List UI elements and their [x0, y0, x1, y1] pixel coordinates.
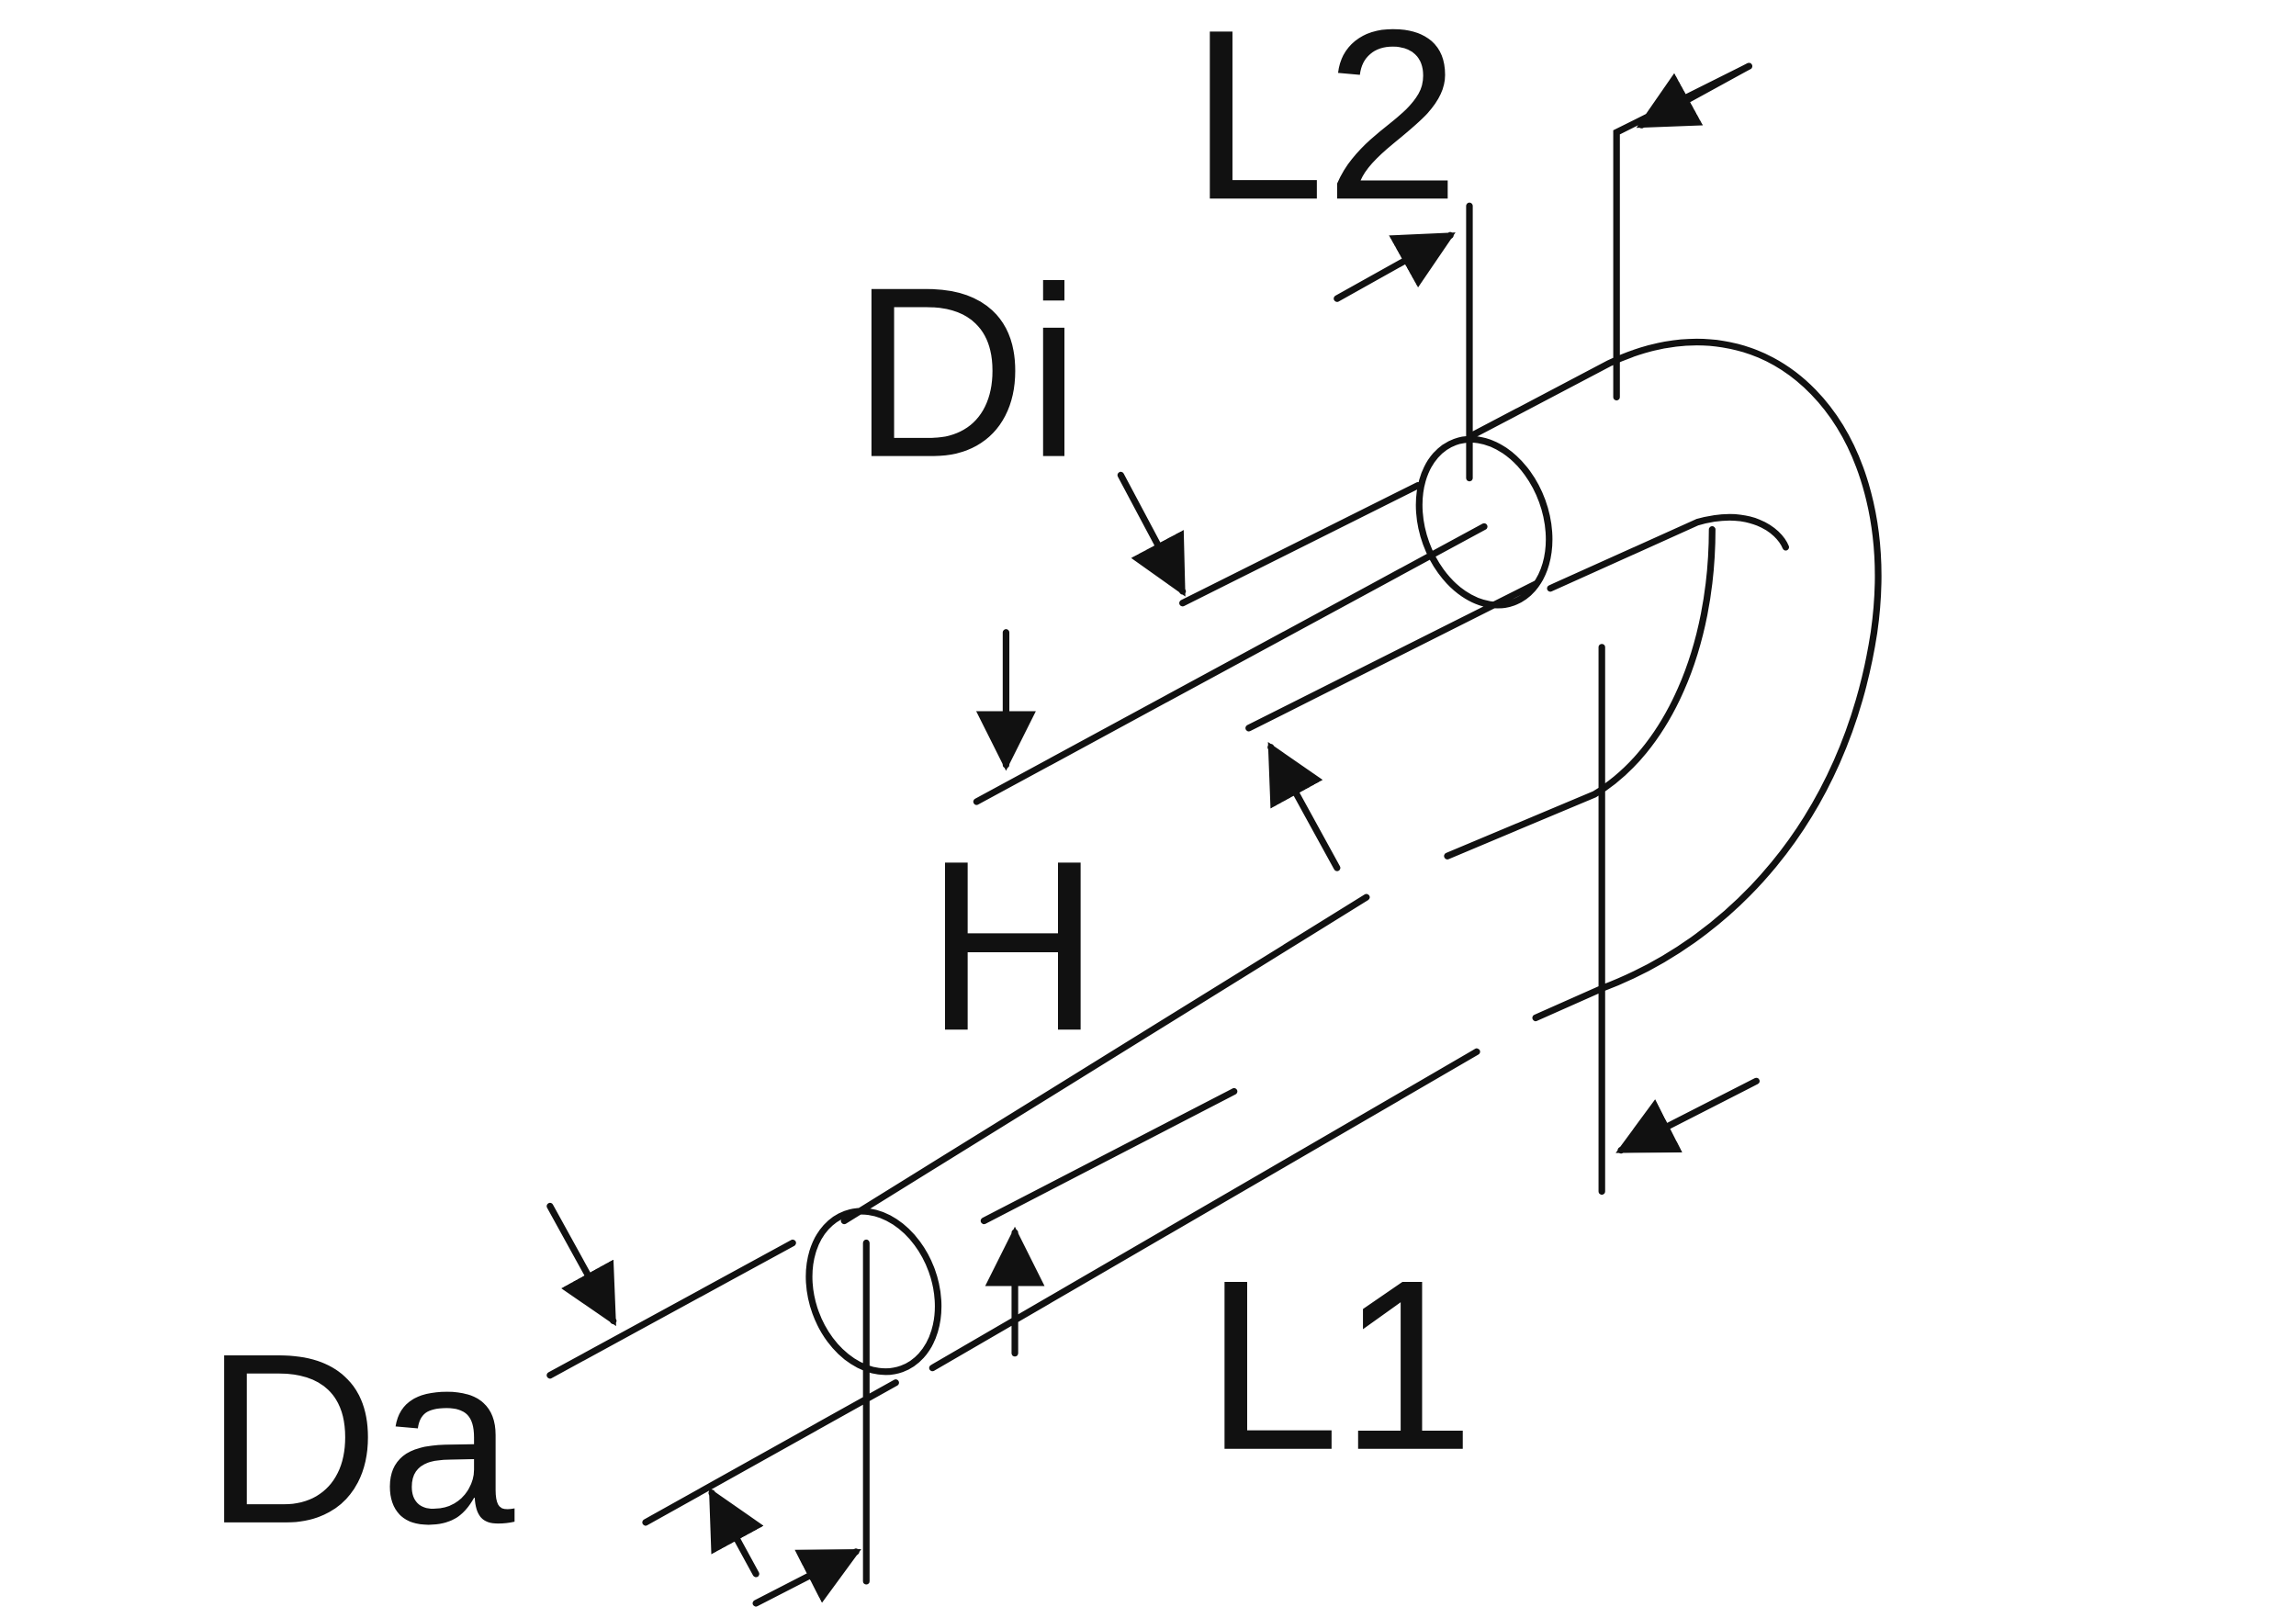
label-di: Di — [851, 238, 1081, 509]
label-h: H — [925, 811, 1100, 1082]
label-l2: L2 — [1190, 0, 1460, 251]
tube-outline — [805, 338, 1882, 1376]
label-da: Da — [204, 1304, 516, 1575]
label-l1: L1 — [1205, 1230, 1475, 1501]
dimension-lines — [546, 62, 1760, 1607]
